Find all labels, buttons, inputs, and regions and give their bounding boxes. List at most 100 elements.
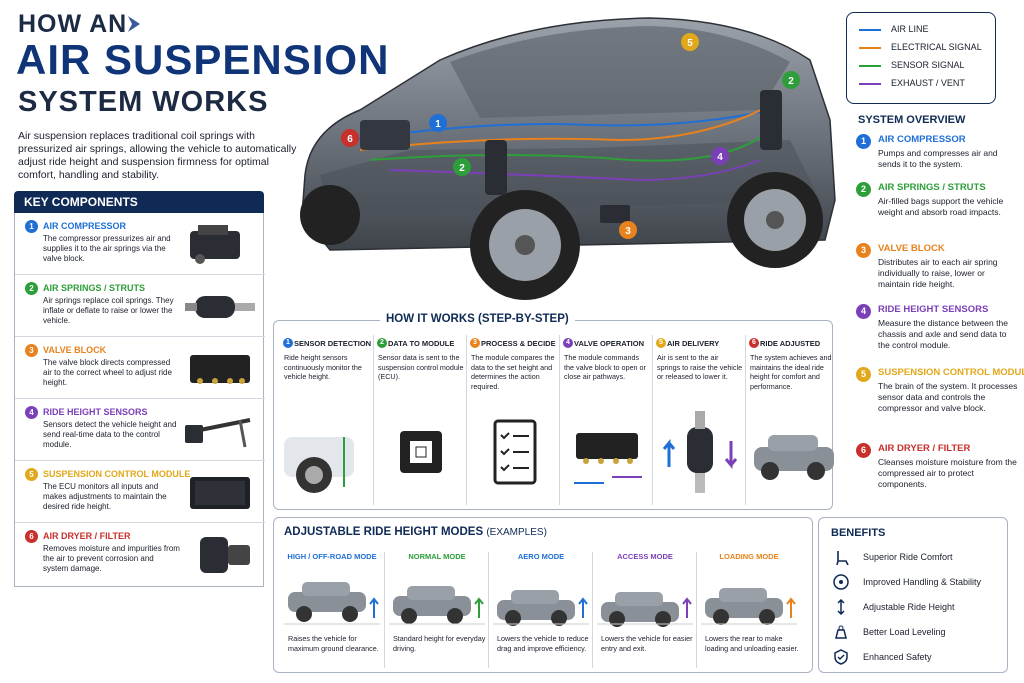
svg-text:6: 6 [347, 134, 353, 145]
benefit-label: Superior Ride Comfort [863, 552, 953, 562]
ride-mode-car-illustration [493, 590, 589, 626]
main-car-cutaway-illustration: 1 2 2 3 4 5 6 [300, 17, 836, 300]
step-description: Air is sent to the air springs to raise … [657, 353, 743, 381]
benefits-heading: BENEFITS [831, 527, 886, 539]
step-illustration [400, 431, 442, 473]
ride-mode-title: AERO MODE [517, 552, 565, 561]
component-description: Removes moisture and impurities from the… [43, 544, 180, 573]
ride-mode-description: Lowers the rear to make loading and unlo… [705, 634, 799, 653]
height-arrows-icon [837, 599, 845, 615]
overview-description: Distributes air to each air spring indiv… [878, 257, 998, 289]
how-it-works-heading: HOW IT WORKS (STEP-BY-STEP) [380, 313, 575, 325]
svg-text:5: 5 [687, 38, 693, 49]
step-title: AIR DELIVERY [667, 339, 720, 348]
ride-height-heading: ADJUSTABLE RIDE HEIGHT MODES (EXAMPLES) [284, 526, 547, 538]
legend-label: AIR LINE [891, 24, 929, 34]
system-overview-heading: SYSTEM OVERVIEW [858, 114, 966, 126]
overview-number-badge: 2 [856, 182, 871, 197]
benefit-label: Enhanced Safety [863, 652, 932, 662]
step-description: The module commands the valve block to o… [564, 353, 646, 381]
overview-description: Measure the distance between the chassis… [878, 318, 1008, 350]
ride-mode-car-illustration [597, 592, 693, 627]
svg-text:3: 3 [625, 226, 631, 237]
overview-number-badge: 6 [856, 443, 871, 458]
step-number-badge: 1 [283, 338, 293, 348]
legend-line-swatch [859, 83, 881, 85]
ride-mode-description: Standard height for everyday driving. [393, 634, 486, 653]
overview-title: VALVE BLOCK [878, 243, 945, 254]
step-title: VALVE OPERATION [574, 339, 645, 348]
svg-text:2: 2 [788, 76, 794, 87]
ride-mode-description: Lowers the vehicle to reduce drag and im… [497, 634, 589, 653]
ride-mode-car-illustration [389, 586, 485, 625]
step-title: DATA TO MODULE [388, 339, 455, 348]
ride-mode-description: Raises the vehicle for maximum ground cl… [288, 634, 379, 653]
legend-line-swatch [859, 65, 881, 67]
legend-line-swatch [859, 47, 881, 49]
overview-title: AIR COMPRESSOR [878, 134, 966, 145]
overview-number-badge: 4 [856, 304, 871, 319]
step-title: RIDE ADJUSTED [760, 339, 821, 348]
component-description: Sensors detect the vehicle height and se… [43, 420, 177, 449]
ride-mode-car-illustration [284, 582, 380, 625]
component-number-badge: 2 [25, 282, 38, 295]
component-image [185, 418, 251, 448]
step-illustration [493, 419, 537, 485]
legend-label: EXHAUST / VENT [891, 78, 965, 88]
overview-title: AIR SPRINGS / STRUTS [878, 182, 986, 193]
overview-number-badge: 3 [856, 243, 871, 258]
overview-description: Air-filled bags support the vehicle weig… [878, 196, 1004, 217]
legend-label: ELECTRICAL SIGNAL [891, 42, 982, 52]
overview-description: Cleanses moisture moisture from the comp… [878, 457, 1017, 489]
intro-text: Air suspension replaces traditional coil… [18, 130, 297, 181]
seat-icon [836, 551, 849, 565]
overview-title: AIR DRYER / FILTER [878, 443, 971, 454]
overview-description: Pumps and compresses air and sends it to… [878, 148, 998, 169]
component-description: Air springs replace coil springs. They i… [43, 296, 174, 325]
step-number-badge: 5 [656, 338, 666, 348]
weight-icon [835, 625, 847, 639]
component-image [190, 225, 240, 264]
svg-text:4: 4 [717, 152, 723, 163]
steering-icon [833, 574, 849, 590]
ride-mode-2: NORMAL MODE Standard height for everyday … [384, 552, 488, 668]
svg-text:1: 1 [435, 119, 441, 130]
overview-description: The brain of the system. It processes se… [878, 381, 1018, 413]
component-image [190, 477, 250, 509]
ride-mode-title: NORMAL MODE [408, 552, 466, 561]
component-image [200, 537, 250, 573]
shield-icon [834, 649, 848, 665]
step-title: SENSOR DETECTION [294, 339, 372, 348]
title-line-3: SYSTEM WORKS [18, 86, 269, 118]
step-description: The module compares the data to the set … [471, 353, 555, 391]
legend-line-swatch [859, 29, 881, 31]
component-title: RIDE HEIGHT SENSORS [43, 407, 148, 417]
step-number-badge: 4 [563, 338, 573, 348]
benefit-item: Better Load Leveling [833, 624, 1003, 642]
component-description: The compressor pressurizes air and suppl… [43, 234, 171, 263]
overview-number-badge: 5 [856, 367, 871, 382]
component-title: AIR DRYER / FILTER [43, 531, 131, 541]
step-description: Ride height sensors continuously monitor… [284, 353, 362, 381]
benefit-label: Adjustable Ride Height [863, 602, 955, 612]
overview-title: RIDE HEIGHT SENSORS [878, 304, 989, 315]
step-illustration [754, 435, 834, 480]
component-image [190, 355, 250, 384]
benefit-item: Enhanced Safety [833, 649, 1003, 667]
title-line-1: HOW AN [18, 10, 128, 38]
step-number-badge: 3 [470, 338, 480, 348]
benefit-item: Adjustable Ride Height [833, 599, 1003, 617]
benefit-label: Improved Handling & Stability [863, 577, 982, 587]
